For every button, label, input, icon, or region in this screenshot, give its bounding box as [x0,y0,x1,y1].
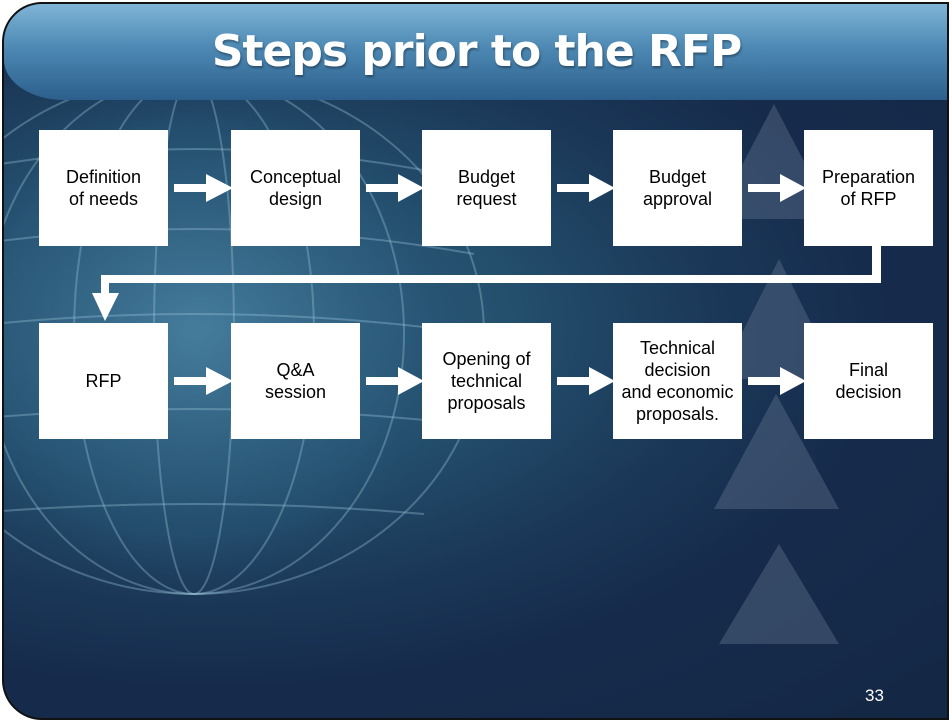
step-label: Budget request [456,167,517,209]
step-label: Final decision [835,360,902,402]
step-budget-request: Budget request [422,130,551,246]
step-label: Technical decision and economic proposal… [621,338,734,424]
title-band [4,4,947,100]
step-conceptual-design: Conceptual design [231,130,360,246]
arrow-technical-to-final [748,367,806,395]
step-label: Opening of technical proposals [442,349,531,413]
page-number: 33 [865,686,884,705]
step-rfp: RFP [39,323,168,439]
flow-arrows [92,174,881,395]
step-label: Q&A session [264,360,327,402]
step-technical-decision: Technical decision and economic proposal… [613,323,742,439]
arrow-budget-request-to-approval [557,174,615,202]
arrow-definition-to-conceptual [174,174,233,202]
step-opening-of-technical-proposals: Opening of technical proposals [422,323,551,439]
step-preparation-of-rfp: Preparation of RFP [804,130,933,246]
step-label: Budget approval [642,167,713,209]
arrow-rfp-to-qa [174,367,233,395]
arrow-conceptual-to-budget-request [366,174,424,202]
step-budget-approval: Budget approval [613,130,742,246]
arrow-preparation-to-rfp [92,245,881,321]
slide-title: Steps prior to the RFP [211,26,742,77]
arrow-qa-to-opening [366,367,424,395]
step-definition-of-needs: Definition of needs [39,130,168,246]
step-label: Preparation of RFP [821,167,916,209]
step-label: Definition of needs [65,167,142,209]
arrow-opening-to-technical [557,367,615,395]
step-label: Conceptual design [249,167,342,209]
step-final-decision: Final decision [804,323,933,439]
arrow-approval-to-preparation [748,174,806,202]
step-label: RFP [85,371,122,391]
step-qa-session: Q&A session [231,323,360,439]
